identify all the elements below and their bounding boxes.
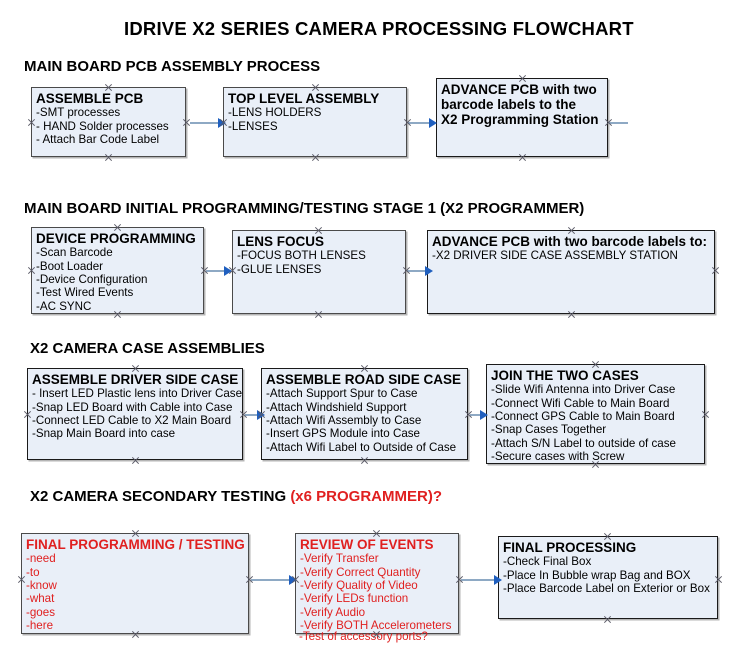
box-line: -Attach Wifi Assembly to Case [266, 413, 422, 427]
section-heading-case-assemblies: X2 CAMERA CASE ASSEMBLIES [30, 340, 265, 357]
process-box-final-processing[interactable]: FINAL PROCESSING -Check Final Box -Place… [498, 536, 718, 619]
connector-arrow [470, 414, 484, 416]
box-line: -FOCUS BOTH LENSES [237, 249, 366, 263]
box-line: -Connect GPS Cable to Main Board [491, 409, 675, 423]
connector-stub [609, 122, 628, 124]
section-heading-accent: (x6 PROGRAMMER)? [290, 488, 442, 505]
box-line: -Attach Wifi Label to Outside of Case [266, 440, 457, 454]
box-line: -Insert GPS Module into Case [266, 427, 421, 441]
box-line: - Attach Bar Code Label [36, 132, 160, 146]
process-box-advance-pcb-programming-station[interactable]: ADVANCE PCB with two barcode labels to t… [436, 78, 608, 157]
box-title: ADVANCE PCB with two barcode labels to: [432, 234, 708, 249]
section-heading-text: X2 CAMERA SECONDARY TESTING [30, 488, 291, 505]
box-line: -Attach S/N Label to outside of case [491, 436, 676, 450]
process-box-join-two-cases[interactable]: JOIN THE TWO CASES -Slide Wifi Antenna i… [486, 364, 705, 464]
arrowhead-icon [224, 266, 232, 276]
connector-arrow [407, 270, 429, 272]
box-title: DEVICE PROGRAMMING [36, 231, 196, 246]
box-line: -Attach Support Spur to Case [266, 387, 418, 401]
box-line: -LENS HOLDERS [228, 106, 322, 120]
process-box-assemble-driver-side-case[interactable]: ASSEMBLE DRIVER SIDE CASE - Insert LED P… [27, 368, 243, 460]
arrowhead-icon [494, 575, 502, 585]
box-title: REVIEW OF EVENTS [300, 537, 434, 552]
arrowhead-icon [257, 410, 265, 420]
connector-arrow [190, 122, 220, 124]
box-line: -need [26, 552, 56, 566]
box-overflow-line: -Test of accessory ports? [299, 630, 428, 643]
process-box-review-of-events[interactable]: REVIEW OF EVENTS -Verify Transfer -Verif… [295, 533, 459, 634]
box-line: -here [26, 619, 54, 633]
box-line: -Check Final Box [503, 555, 592, 569]
section-heading-secondary-testing: X2 CAMERA SECONDARY TESTING (x6 PROGRAMM… [30, 488, 442, 505]
arrowhead-icon [289, 575, 297, 585]
process-box-assemble-pcb[interactable]: ASSEMBLE PCB -SMT processes - HAND Solde… [31, 87, 186, 157]
box-line: -Snap LED Board with Cable into Case [32, 400, 233, 414]
box-line: -Attach Windshield Support [266, 400, 407, 414]
box-line: -Verify Transfer [300, 552, 379, 566]
box-line: barcode labels to the [441, 97, 577, 113]
box-line: -AC SYNC [36, 299, 92, 313]
box-line: -to [26, 565, 40, 579]
connector-arrow [251, 579, 293, 581]
box-title: LENS FOCUS [237, 234, 325, 249]
box-line: -GLUE LENSES [237, 262, 322, 276]
box-line: -what [26, 592, 55, 606]
box-title: ASSEMBLE PCB [36, 91, 144, 106]
arrowhead-icon [480, 410, 488, 420]
box-line: X2 Programming Station [441, 112, 599, 128]
process-box-device-programming[interactable]: DEVICE PROGRAMMING -Scan Barcode -Boot L… [31, 227, 204, 314]
box-line: -Scan Barcode [36, 246, 113, 260]
arrowhead-icon [218, 118, 226, 128]
box-line: -Verify Correct Quantity [300, 565, 421, 579]
box-line: -Verify LEDs function [300, 592, 409, 606]
box-title: ADVANCE PCB with two [441, 82, 597, 97]
connector-arrow [461, 579, 499, 581]
process-box-lens-focus[interactable]: LENS FOCUS -FOCUS BOTH LENSES -GLUE LENS… [232, 230, 406, 314]
process-box-advance-pcb-driver-side[interactable]: ADVANCE PCB with two barcode labels to: … [427, 230, 715, 314]
box-line: -Boot Loader [36, 259, 104, 273]
page-title: IDRIVE X2 SERIES CAMERA PROCESSING FLOWC… [124, 18, 634, 39]
box-line: -goes [26, 605, 56, 619]
box-line: -Secure cases with Screw [491, 450, 625, 464]
box-title: JOIN THE TWO CASES [491, 368, 639, 383]
box-line: -LENSES [228, 119, 278, 133]
box-line: -Verify BOTH Accelerometers [300, 619, 452, 633]
box-line: -Snap Cases Together [491, 423, 607, 437]
arrowhead-icon [425, 266, 433, 276]
section-heading-initial-programming: MAIN BOARD INITIAL PROGRAMMING/TESTING S… [24, 200, 585, 217]
connector-arrow [408, 122, 432, 124]
section-heading-pcb-assembly: MAIN BOARD PCB ASSEMBLY PROCESS [24, 58, 321, 75]
process-box-final-programming-testing[interactable]: FINAL PROGRAMMING / TESTING -need -to -k… [21, 533, 249, 634]
box-line: -Place In Bubble wrap Bag and BOX [503, 568, 691, 582]
box-title: TOP LEVEL ASSEMBLY [228, 91, 380, 106]
box-title: ASSEMBLE DRIVER SIDE CASE [32, 372, 239, 387]
box-line: -Snap Main Board into case [32, 427, 176, 441]
box-line: - Insert LED Plastic lens into Driver Ca… [32, 387, 243, 401]
process-box-top-level-assembly[interactable]: TOP LEVEL ASSEMBLY -LENS HOLDERS -LENSES [223, 87, 407, 157]
box-line: -Test Wired Events [36, 286, 134, 300]
connector-arrow [245, 414, 261, 416]
box-line: -Device Configuration [36, 272, 148, 286]
box-line: -Place Barcode Label on Exterior or Box [503, 581, 710, 595]
box-line: -Slide Wifi Antenna into Driver Case [491, 383, 676, 397]
connector-arrow [206, 270, 228, 272]
box-title: FINAL PROGRAMMING / TESTING [26, 537, 245, 552]
box-line: -know [26, 578, 57, 592]
box-line: - HAND Solder processes [36, 119, 169, 133]
box-line: -Verify Quality of Video [300, 578, 418, 592]
box-line: -Connect LED Cable to X2 Main Board [32, 413, 232, 427]
box-line: -Verify Audio [300, 605, 366, 619]
box-line: -SMT processes [36, 106, 121, 120]
box-line: -Connect Wifi Cable to Main Board [491, 396, 670, 410]
box-title: ASSEMBLE ROAD SIDE CASE [266, 372, 462, 387]
box-line: -X2 DRIVER SIDE CASE ASSEMBLY STATION [432, 249, 678, 263]
arrowhead-icon [429, 118, 437, 128]
process-box-assemble-road-side-case[interactable]: ASSEMBLE ROAD SIDE CASE -Attach Support … [261, 368, 468, 460]
box-title: FINAL PROCESSING [503, 540, 637, 555]
